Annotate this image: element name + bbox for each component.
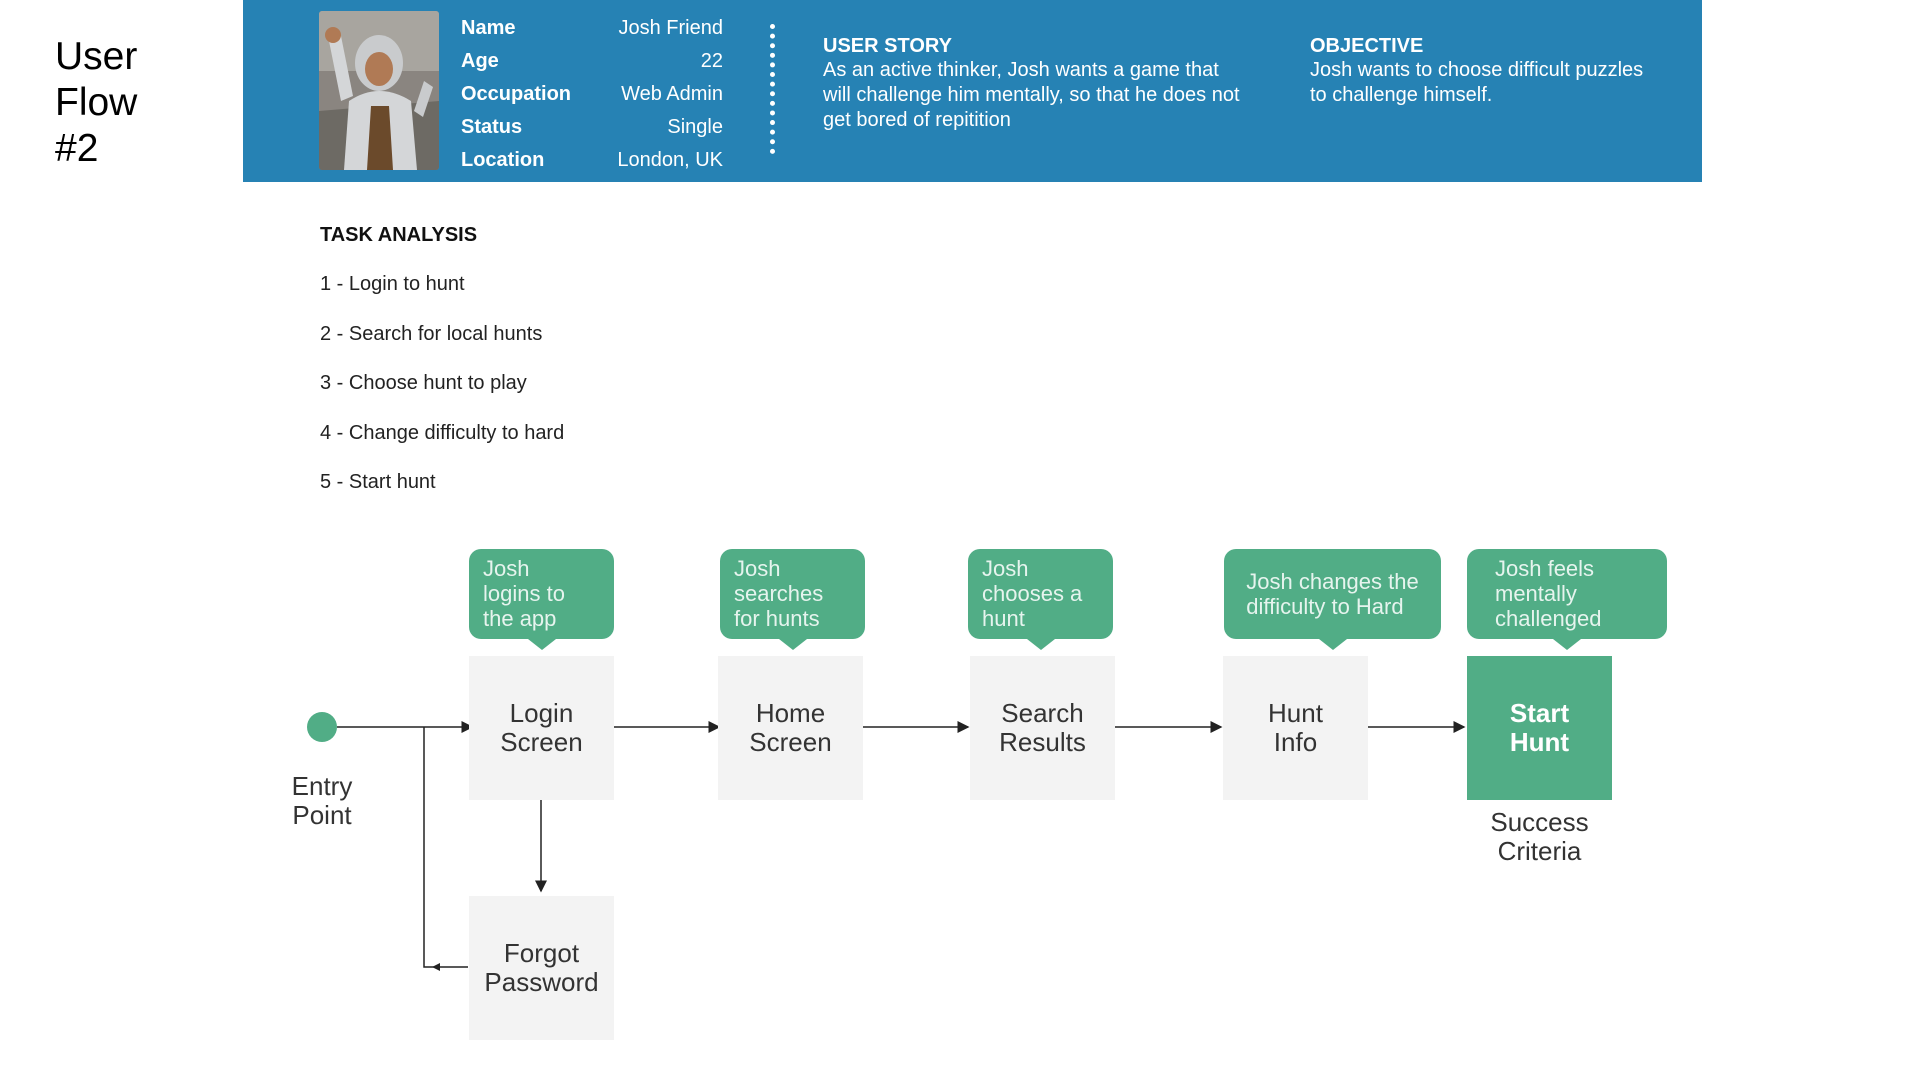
fact-value: Josh Friend <box>618 17 724 39</box>
bubble-home: Josh searches for hunts <box>720 549 865 650</box>
fact-row-age: Age 22 <box>461 45 723 78</box>
node-search-results: Search Results <box>970 656 1115 800</box>
node-start-hunt: Start Hunt <box>1467 656 1612 800</box>
persona-facts: Name Josh Friend Age 22 Occupation Web A… <box>461 12 723 177</box>
task-item: 5 - Start hunt <box>320 471 436 493</box>
bubble-start-hunt: Josh feels mentally challenged <box>1467 549 1667 650</box>
task-item: 4 - Change difficulty to hard <box>320 421 565 444</box>
entry-point-label: Entry Point <box>291 771 353 830</box>
fact-key: Age <box>461 50 499 72</box>
fact-key: Name <box>461 17 516 39</box>
user-story-text: As an active thinker, Josh wants a game … <box>823 59 1240 131</box>
fact-key: Location <box>461 149 545 171</box>
persona-photo <box>319 11 439 170</box>
task-analysis: TASK ANALYSIS 1 - Login to hunt 2 - Sear… <box>320 221 564 518</box>
persona-card: Name Josh Friend Age 22 Occupation Web A… <box>243 0 1702 182</box>
node-hunt-info: Hunt Info <box>1223 656 1368 800</box>
objective: OBJECTIVE Josh wants to choose difficult… <box>1310 34 1650 108</box>
entry-point-dot <box>307 712 337 742</box>
fact-row-name: Name Josh Friend <box>461 12 723 45</box>
node-forgot-password: Forgot Password <box>469 896 614 1040</box>
fact-row-status: Status Single <box>461 111 723 144</box>
task-item: 2 - Search for local hunts <box>320 322 543 345</box>
edge-forgot-entry-arrowhead <box>432 963 440 971</box>
bubble-hunt-info: Josh changes the difficulty to Hard <box>1224 549 1441 650</box>
page-title: User Flow #2 <box>55 35 138 170</box>
fact-row-location: Location London, UK <box>461 144 723 177</box>
node-login-screen: Login Screen <box>469 656 614 800</box>
user-story: USER STORY As an active thinker, Josh wa… <box>823 34 1243 133</box>
task-item: 1 - Login to hunt <box>320 273 465 295</box>
bubble-search: Josh chooses a hunt <box>968 549 1113 650</box>
fact-value: Web Admin <box>621 83 723 105</box>
success-criteria-label: Success Criteria <box>1490 807 1589 866</box>
dotted-divider <box>770 24 775 154</box>
fact-key: Occupation <box>461 83 572 105</box>
fact-row-occupation: Occupation Web Admin <box>461 78 723 111</box>
objective-text: Josh wants to choose difficult puzzles t… <box>1310 59 1644 106</box>
fact-key: Status <box>461 116 523 138</box>
objective-heading: OBJECTIVE <box>1310 35 1424 57</box>
edge-forgot-entry <box>423 727 468 968</box>
task-item: 3 - Choose hunt to play <box>320 372 527 394</box>
fact-value: 22 <box>700 50 723 72</box>
fact-value: London, UK <box>617 149 723 171</box>
bubble-login: Josh logins to the app <box>469 549 614 650</box>
node-home-screen: Home Screen <box>718 656 863 800</box>
user-story-heading: USER STORY <box>823 35 952 57</box>
task-analysis-heading: TASK ANALYSIS <box>320 224 478 246</box>
fact-value: Single <box>667 116 723 138</box>
